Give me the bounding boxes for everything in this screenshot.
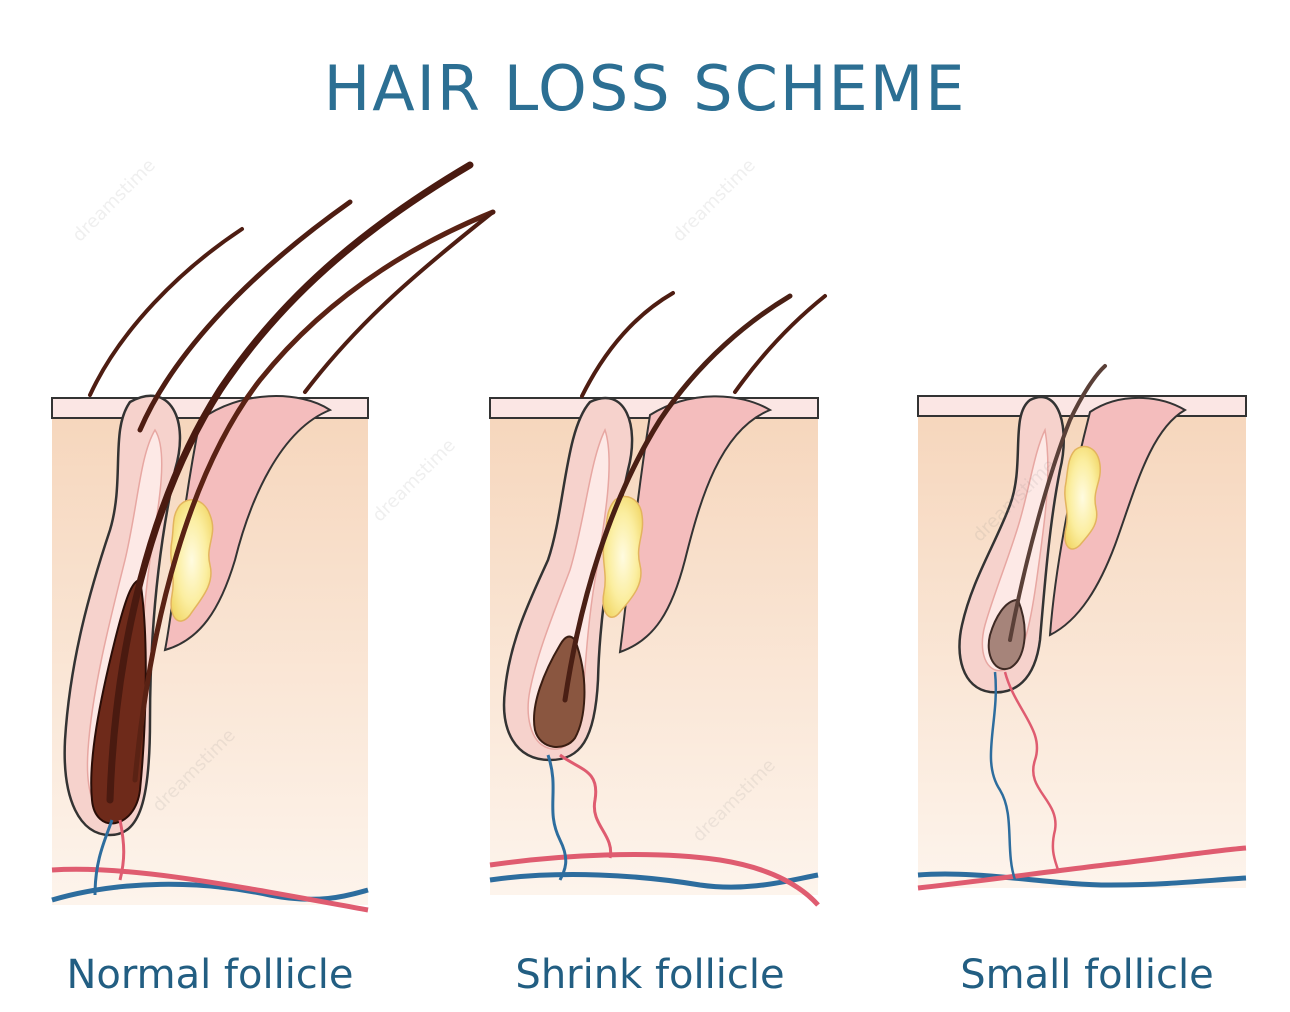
hair-strand bbox=[580, 291, 675, 398]
artery bbox=[51, 866, 369, 913]
vessel-branch-blue bbox=[546, 754, 568, 881]
hair-strand bbox=[1008, 364, 1107, 642]
artery bbox=[489, 852, 820, 907]
vessel-branch-red bbox=[118, 819, 126, 881]
vessel-branch-red bbox=[1003, 671, 1060, 871]
caption-shrink-follicle: Shrink follicle bbox=[515, 952, 785, 998]
vein bbox=[489, 872, 819, 890]
hair-strand bbox=[733, 294, 827, 394]
follicle-inner bbox=[981, 427, 1049, 672]
hair-strand bbox=[137, 199, 353, 433]
caption-small-follicle: Small follicle bbox=[960, 952, 1214, 998]
vessel-branch-blue bbox=[93, 819, 114, 896]
vessel-branch-red bbox=[559, 753, 613, 859]
hair-strand bbox=[106, 161, 474, 804]
hair-strand bbox=[88, 227, 244, 397]
panel-normal-follicle bbox=[51, 161, 496, 913]
sebaceous-gland bbox=[1064, 445, 1101, 550]
page-title: HAIR LOSS SCHEME bbox=[323, 52, 967, 125]
panel-shrink-follicle bbox=[489, 291, 827, 907]
hair-strand bbox=[132, 209, 496, 783]
sebaceous-gland bbox=[170, 499, 214, 622]
artery bbox=[917, 845, 1247, 891]
vein bbox=[917, 871, 1247, 888]
caption-normal-follicle: Normal follicle bbox=[66, 952, 354, 998]
panel-small-follicle bbox=[917, 364, 1247, 891]
hair-strand bbox=[303, 210, 495, 394]
hair-strand bbox=[562, 293, 793, 703]
vessel-branch-blue bbox=[989, 671, 1017, 881]
